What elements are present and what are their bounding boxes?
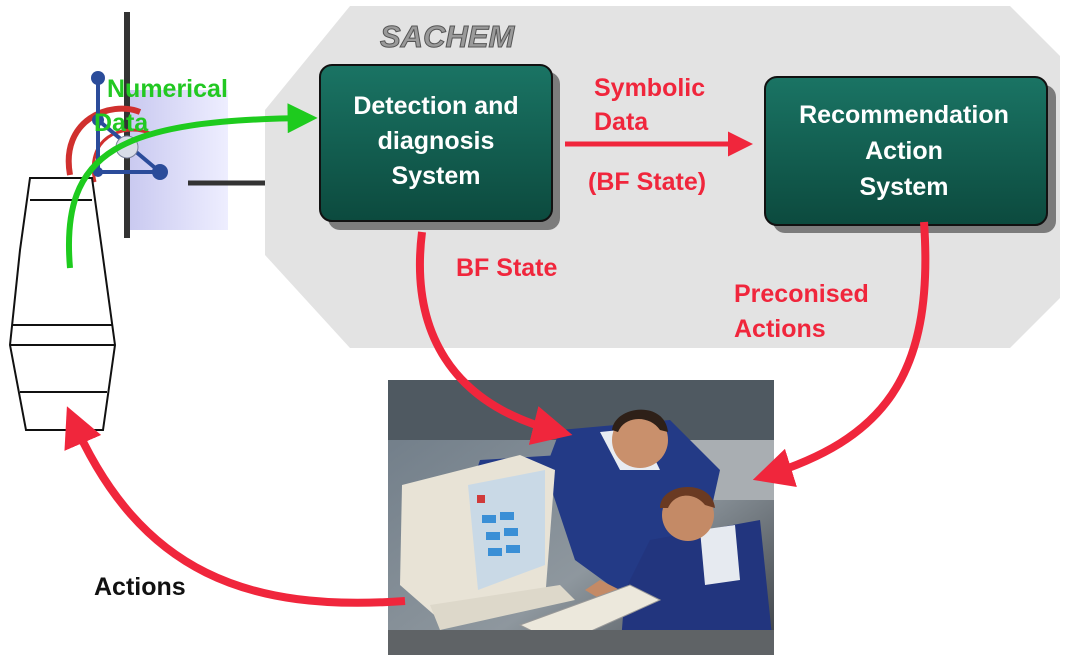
detection-diagnosis-box: Detection and diagnosis System <box>319 64 560 230</box>
recommendation-line-1: Recommendation <box>799 101 1009 129</box>
actions-label: Actions <box>94 573 186 601</box>
bf-state-label: BF State <box>456 254 558 282</box>
numerical-label-line-2: Data <box>94 109 149 137</box>
actions-arrow <box>64 406 406 607</box>
detection-line-2: diagnosis <box>378 127 495 155</box>
preconised-actions-arrow <box>752 221 930 487</box>
numerical-data-arrow <box>66 103 318 269</box>
bf-state-arrow <box>415 231 573 445</box>
molecule-data-icon <box>65 12 265 238</box>
bf-state-paren-label: (BF State) <box>588 168 706 196</box>
symbolic-label-line-1: Symbolic <box>594 74 705 102</box>
detection-line-3: System <box>392 162 481 190</box>
symbolic-label-line-2: Data <box>594 108 649 136</box>
recommendation-action-box: Recommendation Action System <box>764 76 1056 233</box>
preconised-label-line-1: Preconised <box>734 280 869 308</box>
preconised-label-line-2: Actions <box>734 315 826 343</box>
blast-furnace-icon <box>8 177 117 431</box>
operators-at-computer-photo <box>388 380 774 655</box>
detection-line-1: Detection and <box>353 92 518 120</box>
sachem-title: SACHEM <box>380 19 516 54</box>
numerical-label-line-1: Numerical <box>107 75 228 103</box>
recommendation-line-3: System <box>860 173 949 201</box>
recommendation-line-2: Action <box>865 137 943 165</box>
